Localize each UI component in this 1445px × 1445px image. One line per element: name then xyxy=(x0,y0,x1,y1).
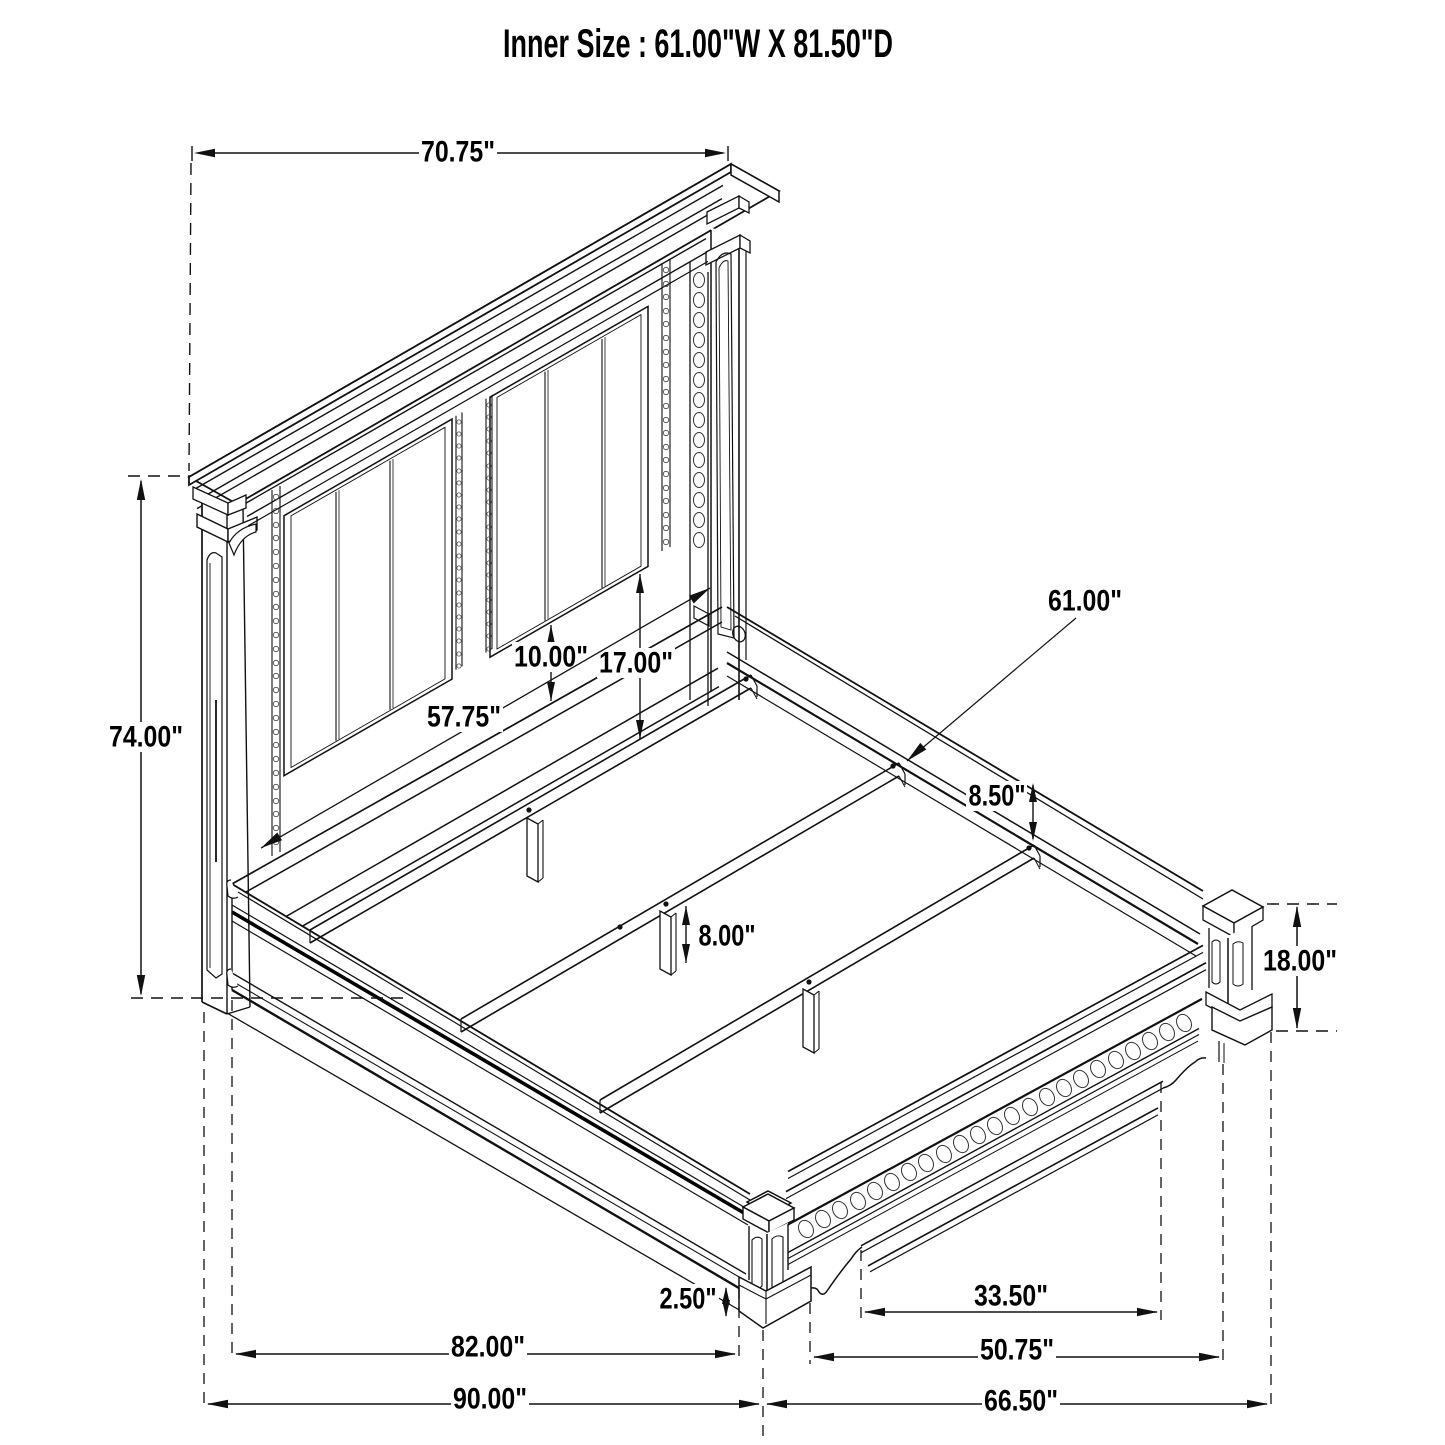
svg-text:70.75": 70.75" xyxy=(421,136,495,169)
svg-text:82.00": 82.00" xyxy=(451,1331,525,1364)
svg-text:66.50": 66.50" xyxy=(984,1385,1058,1418)
svg-text:74.00": 74.00" xyxy=(109,721,183,754)
svg-text:17.00": 17.00" xyxy=(599,647,673,680)
svg-text:2.50": 2.50" xyxy=(660,1283,717,1316)
svg-text:33.50": 33.50" xyxy=(974,1280,1048,1313)
svg-text:8.50": 8.50" xyxy=(969,780,1026,813)
svg-text:Inner Size : 61.00"W X 81.50"D: Inner Size : 61.00"W X 81.50"D xyxy=(503,22,893,66)
svg-text:90.00": 90.00" xyxy=(453,1383,527,1416)
svg-text:61.00": 61.00" xyxy=(1048,585,1122,618)
svg-text:57.75": 57.75" xyxy=(427,701,501,734)
svg-text:8.00": 8.00" xyxy=(699,920,756,953)
svg-text:18.00": 18.00" xyxy=(1263,945,1337,978)
svg-text:50.75": 50.75" xyxy=(980,1334,1054,1367)
svg-text:10.00": 10.00" xyxy=(514,641,588,674)
